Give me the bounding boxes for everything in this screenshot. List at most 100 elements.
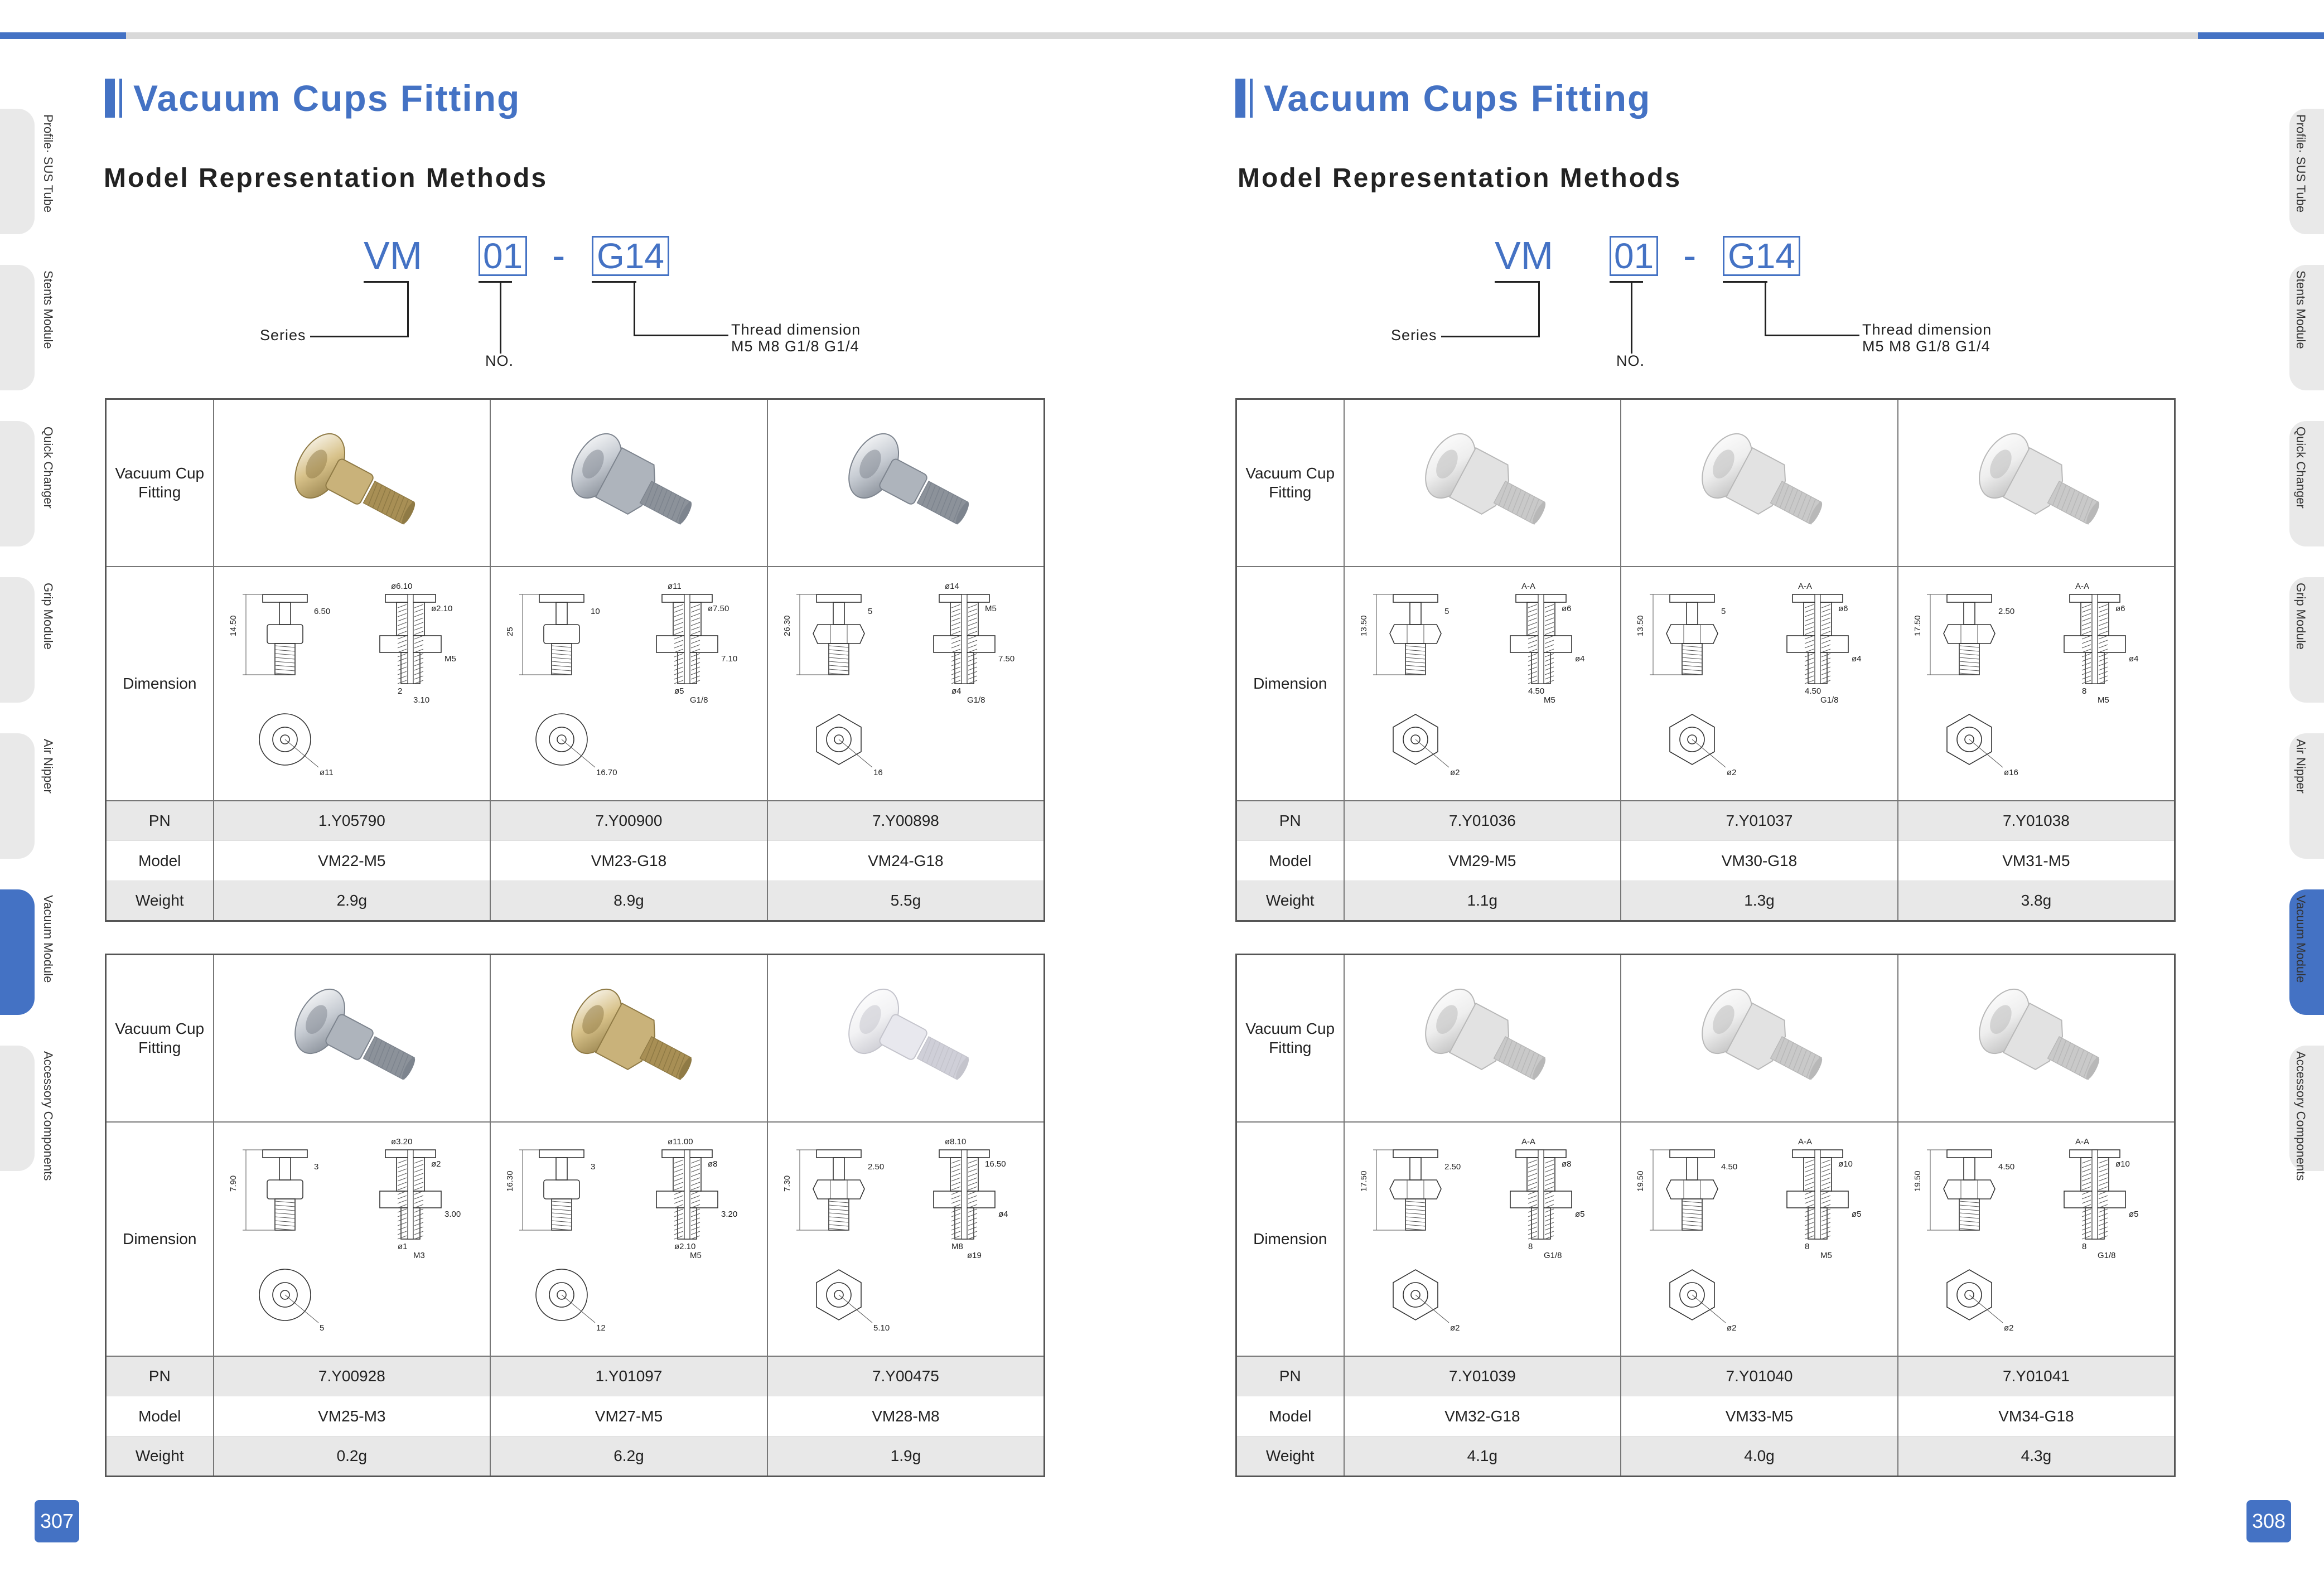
section-tab-label: Air Nipper [2294, 739, 2308, 794]
series-label: Series [1391, 327, 1437, 344]
dimension-label: M5 [444, 654, 456, 664]
dimension-label: ø2 [1450, 768, 1460, 777]
section-tab-3[interactable]: Grip Module [0, 577, 55, 703]
section-tab-0[interactable]: Profile· SUS Tube [2289, 109, 2324, 234]
dimension-label: 26.30 [782, 615, 792, 636]
dimension-label: A-A [2075, 1137, 2089, 1147]
cell-pn: 1.Y01097 [490, 1356, 768, 1396]
row-label-weight: Weight [105, 881, 214, 921]
leader-line [634, 335, 728, 336]
section-tab-label: Profile· SUS Tube [2294, 114, 2308, 213]
dimension-label: M8 [951, 1242, 963, 1251]
cell-model: VM33-M5 [1620, 1396, 1898, 1436]
top-rule [0, 32, 2324, 39]
section-tab-0[interactable]: Profile· SUS Tube [0, 109, 55, 234]
section-tab-1[interactable]: Stents Module [0, 265, 55, 390]
section-tab-5[interactable]: Vacuum Module [0, 889, 55, 1015]
dimension-label: 16 [873, 768, 883, 777]
cell-model: VM25-M3 [212, 1396, 491, 1436]
dimension-label: A-A [1521, 582, 1535, 591]
thread-code: G14 [592, 236, 669, 276]
dimension-label: 16.30 [505, 1170, 515, 1192]
section-tab-2[interactable]: Quick Changer [2289, 421, 2324, 546]
section-tab-label: Accessory Components [2294, 1051, 2308, 1181]
row-label-dimension: Dimension [105, 565, 214, 801]
table-row-photo: Vacuum Cup Fitting [1235, 398, 2176, 567]
dimension-label: A-A [1521, 1137, 1535, 1147]
dimension-label: 13.50 [1359, 615, 1369, 636]
dimension-label: ø8.10 [945, 1137, 966, 1147]
leader-line [1723, 281, 1767, 283]
section-tab-label: Stents Module [41, 270, 55, 349]
section-tab-2[interactable]: Quick Changer [0, 421, 55, 546]
cell-pn: 7.Y01037 [1620, 800, 1898, 841]
section-subtitle: Model Representation Methods [104, 163, 548, 193]
section-tab-4[interactable]: Air Nipper [2289, 733, 2324, 859]
dimension-label: ø2.10 [674, 1242, 695, 1251]
fitting-photo-icon [1979, 988, 2100, 1080]
row-label-model: Model [105, 1396, 214, 1436]
cell-model: VM22-M5 [212, 840, 491, 881]
leader-line [592, 281, 636, 283]
row-label-photo: Vacuum Cup Fitting [1235, 954, 1345, 1123]
cell-weight: 0.2g [212, 1436, 491, 1477]
section-tab-4[interactable]: Air Nipper [0, 733, 55, 859]
dimension-label: 4.50 [1528, 686, 1544, 696]
cell-photo [490, 954, 768, 1123]
dimension-label: ø19 [967, 1251, 982, 1260]
leader-line [1610, 281, 1643, 283]
dimension-label: 8 [2082, 1242, 2086, 1251]
section-tab-3[interactable]: Grip Module [2289, 577, 2324, 703]
dimension-label: 3 [591, 1162, 595, 1172]
dimension-label: 5 [1721, 607, 1726, 616]
dimension-label: 3.20 [721, 1210, 737, 1219]
cell-pn: 1.Y05790 [212, 800, 491, 841]
cell-weight: 5.5g [766, 881, 1045, 921]
page-title: Vacuum Cups Fitting [105, 77, 520, 119]
section-tab-6[interactable]: Accessory Components [2289, 1046, 2324, 1181]
dimension-label: ø11.00 [668, 1137, 693, 1147]
cell-pn: 7.Y00928 [212, 1356, 491, 1396]
leader-line [1441, 336, 1540, 337]
dimension-label: 7.30 [782, 1175, 792, 1191]
cell-weight: 6.2g [490, 1436, 768, 1477]
fitting-photo-icon [1702, 988, 1823, 1080]
row-label-weight: Weight [105, 1436, 214, 1477]
fitting-photo-icon [571, 433, 692, 525]
dimension-label: ø2 [1727, 1323, 1737, 1333]
dimension-label: ø7.50 [708, 604, 729, 613]
leader-line [1538, 281, 1540, 337]
section-tab-6[interactable]: Accessory Components [0, 1046, 55, 1181]
dimension-label: 10 [591, 607, 600, 616]
dimension-label: 16.70 [596, 768, 617, 777]
page-title-text: Vacuum Cups Fitting [1264, 78, 1651, 119]
dimension-label: M5 [690, 1251, 702, 1260]
section-tab-label: Quick Changer [2294, 427, 2308, 509]
dimension-label: 17.50 [1913, 615, 1922, 636]
section-tab-label: Vacuum Module [41, 895, 55, 983]
section-tab-1[interactable]: Stents Module [2289, 265, 2324, 390]
dimension-label: ø5 [674, 686, 684, 696]
row-label-pn: PN [105, 800, 214, 841]
thread-label: Thread dimension [731, 321, 861, 338]
section-tab-5[interactable]: Vacuum Module [2289, 889, 2324, 1015]
dimension-label: 14.50 [229, 615, 238, 636]
